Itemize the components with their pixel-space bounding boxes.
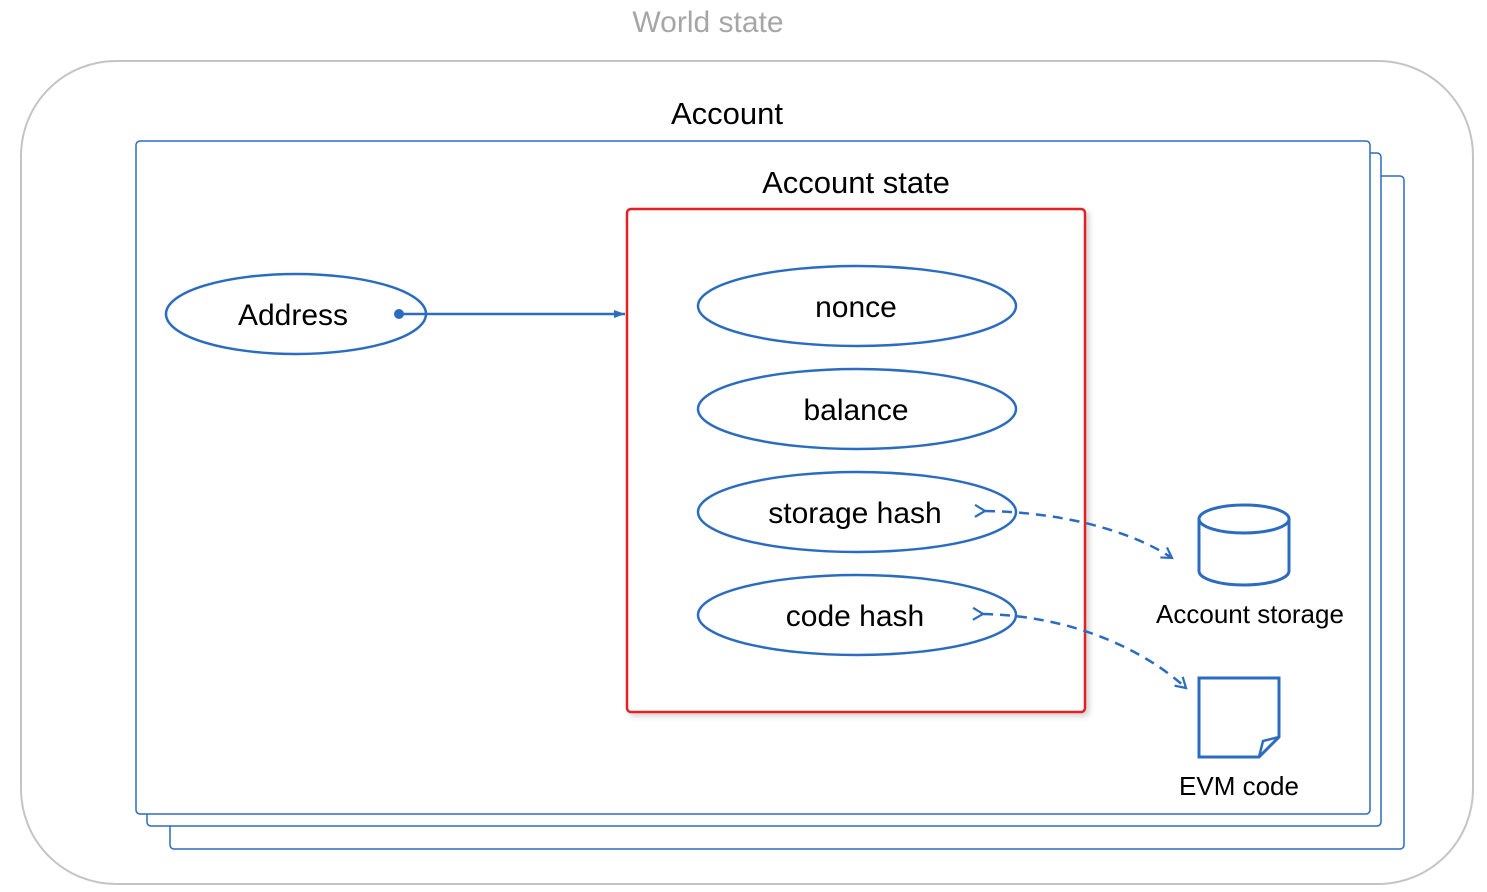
- document-icon: [1197, 676, 1281, 759]
- balance-label: balance: [803, 394, 908, 427]
- account-storage-label: Account storage: [1156, 599, 1344, 629]
- evm-code-label: EVM code: [1179, 771, 1299, 801]
- account-state-title: Account state: [762, 165, 950, 200]
- code-hash-to-evm-arrow: [972, 606, 1188, 690]
- database-cylinder-icon: [1197, 503, 1291, 587]
- world-state-title: World state: [632, 6, 783, 39]
- account-title: Account: [671, 96, 783, 131]
- nonce-ellipse: [696, 264, 1018, 348]
- code-hash-label: code hash: [786, 600, 924, 633]
- address-label: Address: [238, 299, 348, 332]
- balance-ellipse: [696, 367, 1018, 451]
- storage-hash-label: storage hash: [768, 497, 941, 530]
- nonce-label: nonce: [815, 291, 897, 324]
- storage-hash-to-storage-arrow: [974, 503, 1174, 560]
